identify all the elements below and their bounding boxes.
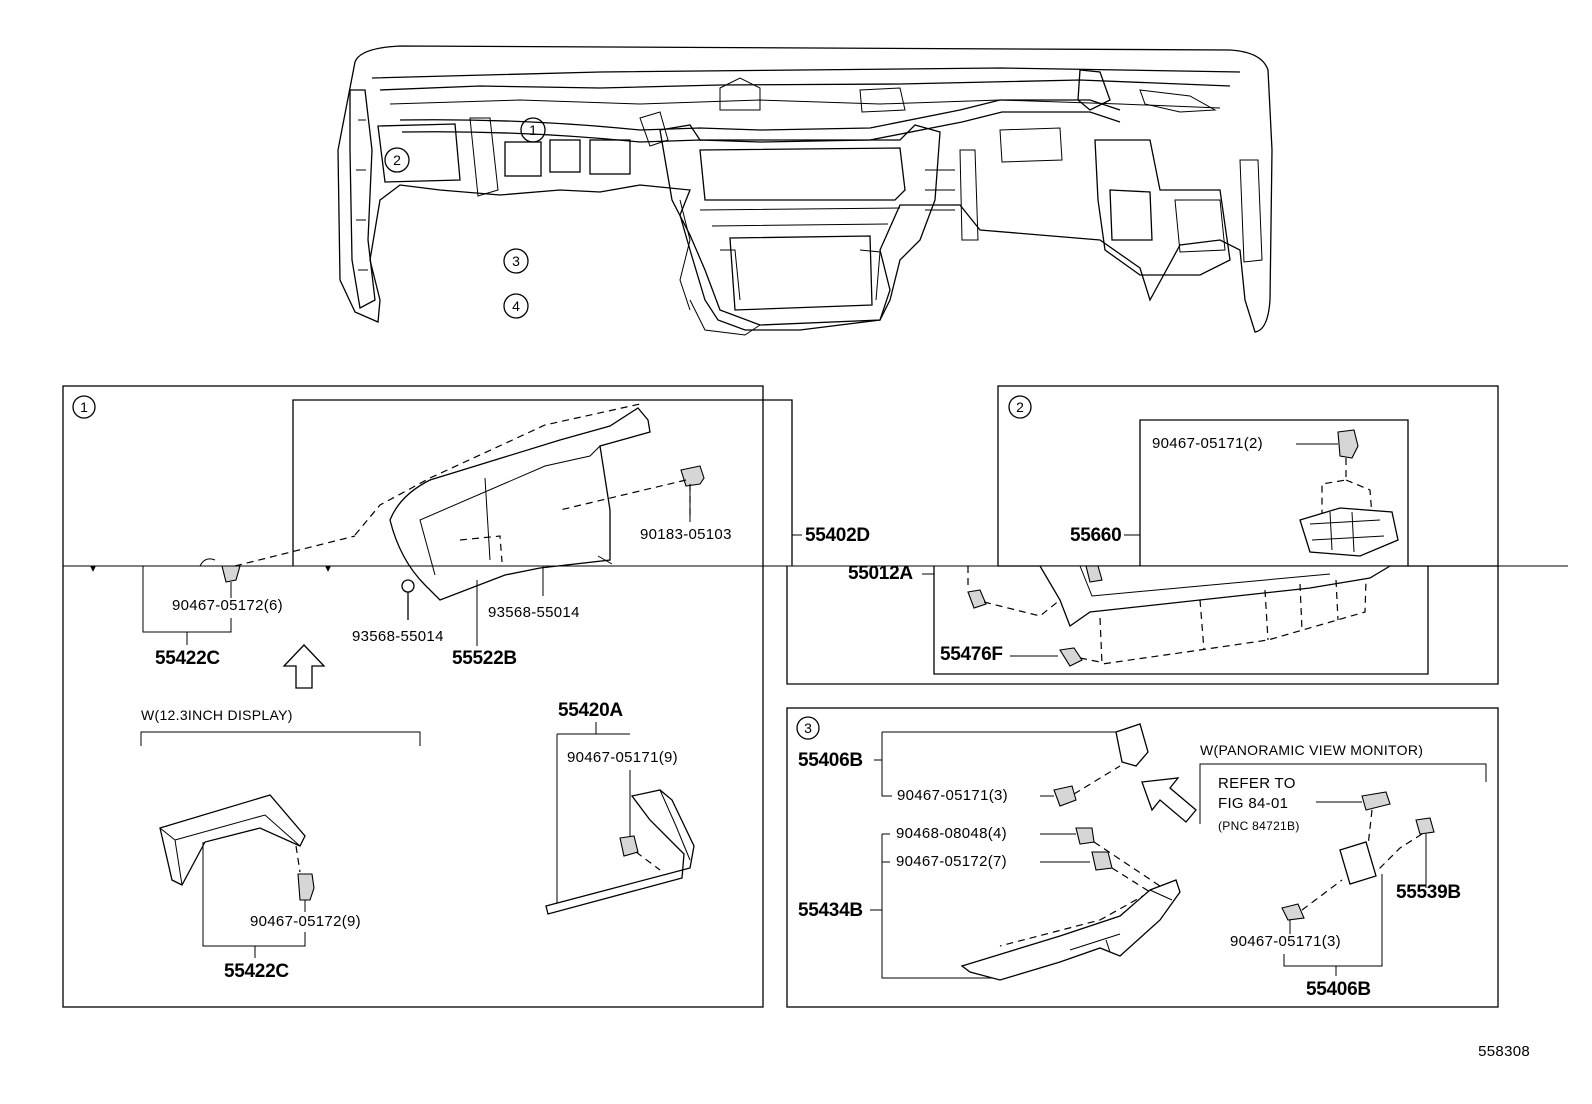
- trim-strip-55420A: [545, 789, 695, 915]
- label-55402D: 55402D: [805, 525, 870, 546]
- variant-label-panoramic: W(PANORAMIC VIEW MONITOR): [1200, 742, 1423, 758]
- label-55406B-top: 55406B: [798, 750, 863, 771]
- svg-text:▾: ▾: [325, 561, 331, 575]
- panel-3: 3 55406B 90467-05171(3) 90468-08048(4) 9…: [786, 707, 1499, 1008]
- camera-part-55406B: [1339, 841, 1377, 885]
- panel-1-index: 1: [72, 395, 96, 419]
- callout-circle-4: 4: [503, 293, 529, 319]
- label-90467-05171-3-b: 90467-05171(3): [1230, 933, 1341, 950]
- sheet-id: 558308: [1478, 1043, 1530, 1060]
- svg-text:1: 1: [529, 122, 537, 138]
- label-55476F: 55476F: [940, 644, 1003, 665]
- label-55422C-bottom: 55422C: [224, 961, 289, 982]
- label-90468-08048-4: 90468-08048(4): [896, 825, 1007, 842]
- refer-line-1: REFER TO: [1218, 775, 1296, 792]
- label-90183-05103: 90183-05103: [640, 526, 732, 543]
- panel-2: 2 90467-05171(2) 55660 55012A 55476F: [786, 385, 1499, 685]
- instrument-panel-overview: 1 2 3 4: [337, 45, 1273, 336]
- arrow-up-icon: [282, 644, 326, 689]
- label-55434B: 55434B: [798, 900, 863, 921]
- svg-text:3: 3: [512, 253, 520, 269]
- svg-text:4: 4: [512, 298, 520, 314]
- clip-55476F: [1059, 647, 1083, 667]
- label-55012A: 55012A: [848, 563, 913, 584]
- svg-text:2: 2: [393, 152, 401, 168]
- svg-text:2: 2: [1016, 399, 1024, 415]
- label-55522B: 55522B: [452, 648, 517, 669]
- switch-part-55660: [1299, 507, 1399, 557]
- panel-2-index: 2: [1008, 395, 1032, 419]
- garnish-part-55434B: [960, 879, 1181, 981]
- lower-trim-55012A: [1039, 565, 1391, 665]
- label-93568-55014-a: 93568-55014: [352, 628, 444, 645]
- display-hood-part: [159, 794, 306, 886]
- svg-text:3: 3: [804, 720, 812, 736]
- bracket-part-55406B-top: [1115, 723, 1149, 767]
- screw-93568-55014-a: [401, 579, 415, 620]
- label-93568-55014-b: 93568-55014: [488, 604, 580, 621]
- label-55539B: 55539B: [1396, 882, 1461, 903]
- label-90467-05172-7: 90467-05172(7): [896, 853, 1007, 870]
- label-55422C-top: 55422C: [155, 648, 220, 669]
- svg-text:1: 1: [80, 399, 88, 415]
- callout-circle-3: 3: [503, 248, 529, 274]
- clip-90467-05171-2: [1337, 429, 1359, 459]
- refer-line-3: (PNC 84721B): [1218, 819, 1300, 833]
- label-90467-05171-2: 90467-05171(2): [1152, 435, 1263, 452]
- variant-label-12-3-inch: W(12.3INCH DISPLAY): [141, 707, 293, 723]
- arrow-icon: [1141, 777, 1197, 823]
- label-90467-05172-6: 90467-05172(6): [172, 597, 283, 614]
- svg-text:▾: ▾: [90, 561, 96, 575]
- refer-line-2: FIG 84-01: [1218, 795, 1288, 812]
- label-90467-05172-9: 90467-05172(9): [250, 913, 361, 930]
- callout-circle-2: 2: [384, 147, 410, 173]
- label-55420A: 55420A: [558, 700, 623, 721]
- label-90467-05171-3-a: 90467-05171(3): [897, 787, 1008, 804]
- panel-1: 1 90183-05103 55402D ▾ ▾ 90: [62, 385, 870, 1008]
- label-90467-05171-9: 90467-05171(9): [567, 749, 678, 766]
- label-55406B-bottom: 55406B: [1306, 979, 1371, 1000]
- meter-hood-part: [354, 403, 651, 601]
- label-55660: 55660: [1070, 525, 1121, 546]
- callout-circle-1: 1: [520, 117, 546, 143]
- panel-3-index: 3: [796, 716, 820, 740]
